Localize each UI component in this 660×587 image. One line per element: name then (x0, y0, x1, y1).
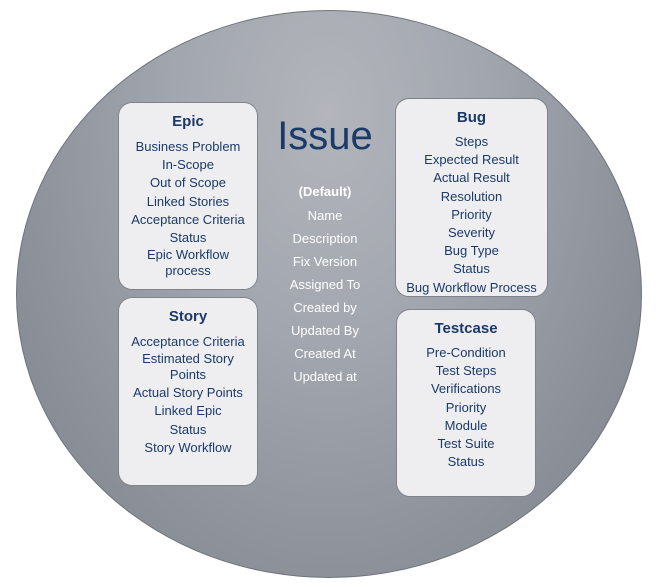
testcase-field: Test Suite (437, 436, 495, 452)
bug-field: Priority (451, 206, 492, 222)
default-field: Created by (293, 300, 357, 315)
epic-field: Business Problem (135, 139, 241, 154)
story-box: Story Acceptance Criteria Estimated Stor… (118, 297, 258, 486)
story-field: Story Workflow (144, 439, 232, 455)
epic-field: Out of Scope (150, 175, 226, 191)
testcase-box: Testcase Pre-Condition Test Steps Verifi… (396, 309, 536, 497)
testcase-field: Priority (445, 399, 487, 415)
story-field: Linked Epic (154, 403, 222, 419)
default-label: (Default) (298, 184, 352, 199)
testcase-field: Test Steps (435, 363, 497, 379)
epic-field: Epic Workflow process (146, 247, 230, 279)
testcase-field: Verifications (430, 381, 502, 397)
default-field: Created At (294, 346, 356, 361)
epic-field: Acceptance Criteria (131, 211, 245, 227)
bug-field: Bug Workflow Process (406, 279, 537, 295)
bug-field-list: Steps Expected Result Actual Result Reso… (396, 133, 547, 297)
bug-field: Actual Result (433, 170, 510, 186)
testcase-field: Module (444, 417, 488, 433)
bug-field: Resolution (440, 188, 503, 204)
bug-title: Bug (456, 109, 487, 126)
bug-field: Expected Result (424, 152, 519, 168)
default-field: Name (307, 208, 343, 223)
epic-field: In-Scope (161, 157, 215, 173)
bug-field: Bug Type (444, 243, 499, 259)
story-field-list: Acceptance Criteria Estimated Story Poin… (119, 333, 257, 457)
default-field: Fix Version (292, 254, 358, 269)
testcase-field: Pre-Condition (426, 345, 506, 360)
default-field-list: Name Description Fix Version Assigned To… (260, 204, 390, 388)
story-title: Story (168, 308, 208, 325)
epic-field-list: Business Problem In-Scope Out of Scope L… (119, 138, 257, 279)
default-field: Description (292, 231, 358, 246)
epic-title: Epic (172, 113, 204, 130)
testcase-title: Testcase (434, 320, 498, 337)
default-field: Assigned To (289, 277, 361, 292)
issue-title: Issue (277, 114, 373, 158)
story-field: Estimated Story Points (142, 351, 234, 383)
epic-field: Status (169, 230, 207, 246)
testcase-field: Status (447, 454, 485, 470)
bug-field: Status (453, 261, 490, 277)
testcase-field-list: Pre-Condition Test Steps Verifications P… (397, 344, 535, 471)
default-field: Updated at (293, 369, 357, 384)
story-field: Status (169, 421, 207, 437)
epic-field: Linked Stories (146, 193, 230, 209)
default-fields: (Default) Name Description Fix Version A… (260, 181, 390, 388)
story-field: Actual Story Points (133, 385, 243, 401)
bug-field: Severity (448, 225, 495, 241)
story-field: Acceptance Criteria (131, 334, 245, 349)
epic-box: Epic Business Problem In-Scope Out of Sc… (118, 102, 258, 290)
bug-box: Bug Steps Expected Result Actual Result … (395, 98, 548, 297)
default-field: Updated By (291, 323, 359, 338)
bug-field: Steps (454, 134, 489, 149)
